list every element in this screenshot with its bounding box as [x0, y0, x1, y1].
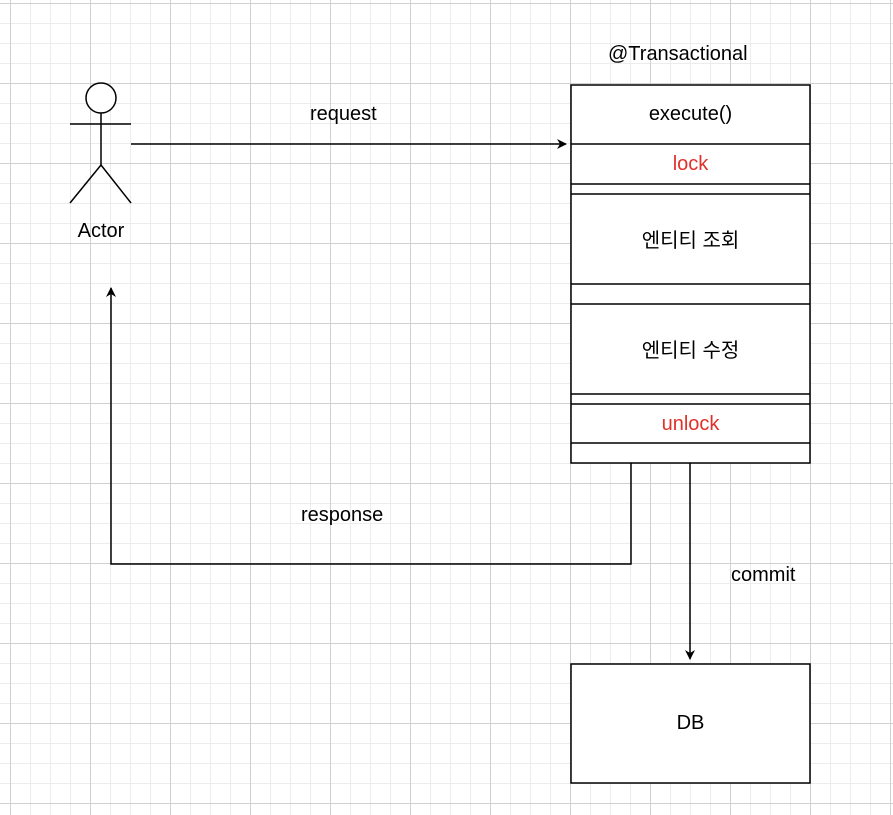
commit-label: commit — [731, 564, 796, 586]
request-label: request — [310, 103, 377, 125]
db-box — [570, 663, 811, 784]
step-lock: lock — [672, 153, 709, 175]
actor-icon — [69, 82, 132, 204]
response-label: response — [301, 504, 384, 526]
actor-label: Actor — [77, 220, 125, 242]
db-label: DB — [676, 712, 705, 734]
transaction-block — [570, 84, 811, 464]
response-arrow — [106, 287, 632, 565]
step-execute: execute() — [648, 103, 733, 125]
step-entity-update: 엔티티 수정 — [641, 340, 740, 362]
step-entity-query: 엔티티 조회 — [641, 230, 740, 252]
transactional-annotation: @Transactional — [608, 43, 748, 65]
step-unlock: unlock — [661, 413, 720, 435]
